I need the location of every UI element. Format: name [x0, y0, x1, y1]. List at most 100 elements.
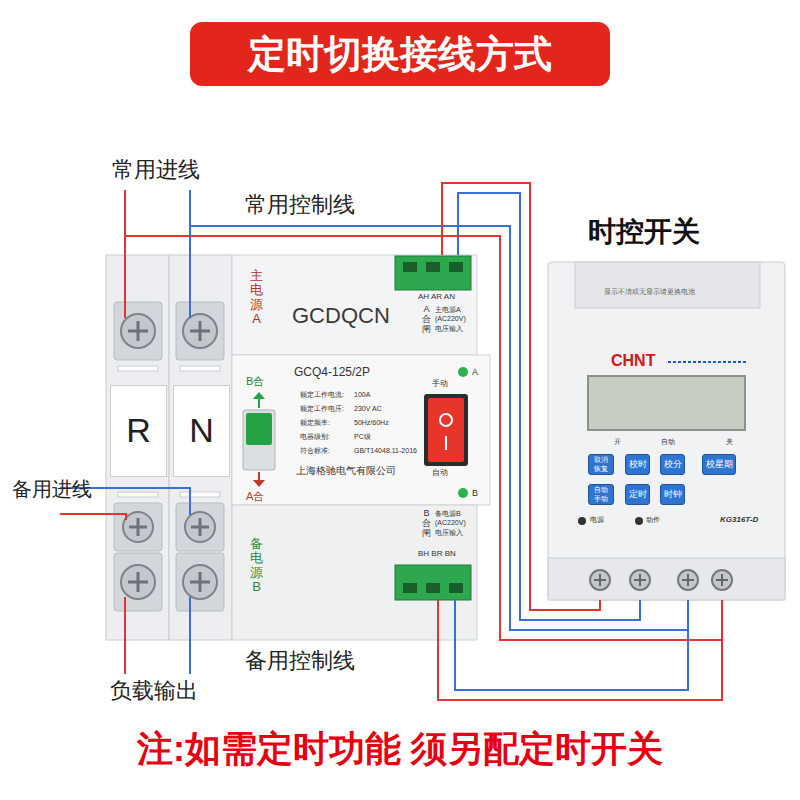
button-label: 定时: [629, 489, 647, 499]
pole-label-box: N: [173, 385, 230, 477]
timer-housing: [548, 262, 785, 600]
leader-line: [189, 597, 191, 674]
screw-slot: [129, 518, 147, 536]
neutral-wire: [454, 600, 456, 640]
model-number: KG316T-D: [720, 515, 758, 524]
terminal-names: AH AR AN: [418, 292, 455, 301]
indicator-led: [458, 367, 468, 377]
slit-mark: [180, 366, 220, 371]
cover-note: 显示不清或无显示请更换电池: [604, 288, 695, 296]
screw-slot: [190, 321, 210, 341]
button-label: 校星期: [706, 459, 733, 469]
spec-value: 100A: [354, 391, 370, 399]
slit-mark: [180, 492, 220, 497]
terminal-names: BH BR BN: [418, 549, 456, 558]
brand-logo: CHNT: [611, 352, 655, 370]
maker-name: 上海格驰电气有限公司: [296, 465, 396, 477]
wire-label: 备用进线: [10, 476, 56, 503]
pole-label-box: R: [110, 385, 167, 477]
spec-label: 符合标准:: [300, 447, 330, 455]
arrow-down: [258, 472, 260, 481]
spec-value: GB/T14048.11-2016: [354, 447, 417, 455]
mode-mark: 关: [726, 438, 733, 446]
model-number: GCQ4-125/2P: [294, 366, 370, 380]
module-title: 备电源B: [250, 537, 263, 594]
timer-button: 自动 手动: [588, 484, 614, 505]
breaker-pole: [169, 255, 232, 640]
terminal-note: 备电源B (AC220V) 电压输入: [435, 509, 473, 537]
handle-slot: [243, 410, 275, 470]
time-switch: 时控开关显示不清或无显示请更换电池CHNT开自动关电源动作KG316T-D取消 …: [548, 262, 785, 600]
indicator-led: [578, 517, 586, 525]
button-label: 校时: [629, 459, 647, 469]
live-wire: [125, 236, 722, 640]
module-housing: [232, 355, 490, 505]
module-housing: [232, 255, 477, 355]
spec-label: 额定工作电流:: [300, 391, 344, 399]
terminal-recess: [114, 302, 162, 360]
spec-label: 额定频率:: [300, 419, 330, 427]
screw-slot: [128, 321, 148, 341]
timer-button: 校星期: [702, 454, 736, 475]
terminal-hole: [426, 262, 440, 272]
button-label: 时钟: [664, 489, 682, 499]
rocker-switch: [428, 398, 464, 462]
indicator-led: [635, 517, 643, 525]
control-wire: [442, 183, 600, 610]
terminal-hole: [449, 583, 463, 593]
spec-label: 电器级别:: [300, 433, 330, 441]
device-heading: 时控开关: [588, 216, 700, 248]
leader-line: [124, 597, 126, 674]
timer-button: 校时: [625, 454, 650, 475]
backup-power-module: 备电源B B合闸备电源B (AC220V) 电压输入 BH BR BN: [232, 505, 477, 640]
terminal-recess: [176, 553, 224, 611]
leader-line: [60, 488, 190, 515]
mode-mark: 开: [614, 438, 621, 446]
neutral-wire: [458, 193, 640, 620]
terminal-screw: [590, 570, 610, 590]
terminal-strip: [548, 558, 785, 600]
terminal-screw: [712, 570, 732, 590]
main-power-module: 主电源AGCDQCNAH AR ANA合闸主电源A (AC220V) 电压输入: [232, 255, 477, 355]
screw-slot: [190, 572, 210, 592]
lcd-screen: [588, 376, 745, 430]
timer-button: 校分: [660, 454, 685, 475]
title-text: 定时切换接线方式: [190, 22, 610, 86]
module-housing: [232, 505, 477, 640]
led-label: A: [472, 367, 478, 377]
timer-button: 定时: [625, 484, 650, 505]
brand-name: GCDQCN: [292, 303, 390, 328]
wire-label: 负载输出: [108, 678, 200, 703]
live-wire: [437, 600, 439, 640]
handle-label: A合: [246, 490, 264, 503]
on-symbol: [445, 436, 447, 450]
switch-mode: 自动: [432, 468, 448, 477]
led-label: 电源: [590, 516, 604, 524]
terminal-note: A合闸: [422, 305, 431, 335]
wire-label: 常用进线: [110, 157, 202, 182]
module-title: 主电源A: [250, 269, 263, 326]
terminal-screw: [185, 512, 215, 542]
terminal-note: B合闸: [422, 509, 431, 539]
wire-label: 常用控制线: [243, 192, 357, 217]
timer-button: 取消 恢复: [588, 454, 614, 475]
terminal-block: [395, 565, 471, 600]
timer-button: 时钟: [660, 484, 685, 505]
wire-label: 备用控制线: [243, 648, 357, 673]
terminal-screw: [183, 314, 217, 348]
leader-line: [60, 514, 126, 520]
logo-rule: [668, 361, 748, 363]
terminal-hole: [449, 262, 463, 272]
pole-letter: N: [189, 411, 214, 450]
terminal-recess: [176, 302, 224, 360]
arrow-head: [253, 392, 265, 399]
switch-mode: 手动: [432, 379, 448, 388]
button-label: 校分: [664, 459, 682, 469]
arrow-head: [253, 480, 265, 487]
breaker-pole: [106, 255, 169, 640]
off-symbol: [440, 414, 452, 426]
rocker-bezel: [424, 394, 468, 466]
screw-slot: [128, 572, 148, 592]
